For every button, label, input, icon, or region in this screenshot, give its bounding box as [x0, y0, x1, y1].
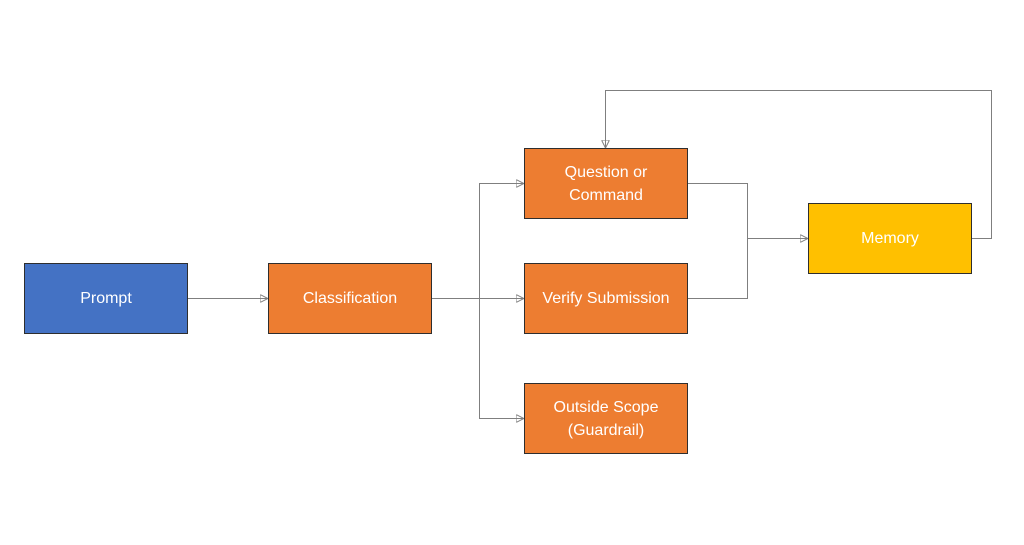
- edge-classification-to-outside: [479, 298, 524, 419]
- edge-question-to-memory: [688, 183, 807, 239]
- prompt-node: Prompt: [24, 263, 188, 334]
- verify-submission-label: Verify Submission: [542, 290, 670, 307]
- memory-label: Memory: [861, 230, 919, 247]
- prompt-label: Prompt: [80, 290, 132, 307]
- edge-classification-to-question: [432, 184, 523, 299]
- question-or-command-node: Question or Command: [524, 148, 688, 219]
- memory-node: Memory: [808, 203, 972, 274]
- outside-scope-node: Outside Scope (Guardrail): [524, 383, 688, 454]
- classification-node: Classification: [268, 263, 432, 334]
- verify-submission-node: Verify Submission: [524, 263, 688, 334]
- question-or-command-label: Question or Command: [564, 163, 648, 204]
- classification-label: Classification: [302, 290, 398, 307]
- outside-scope-label: Outside Scope (Guardrail): [553, 398, 659, 439]
- edge-verify-to-memory: [688, 238, 748, 299]
